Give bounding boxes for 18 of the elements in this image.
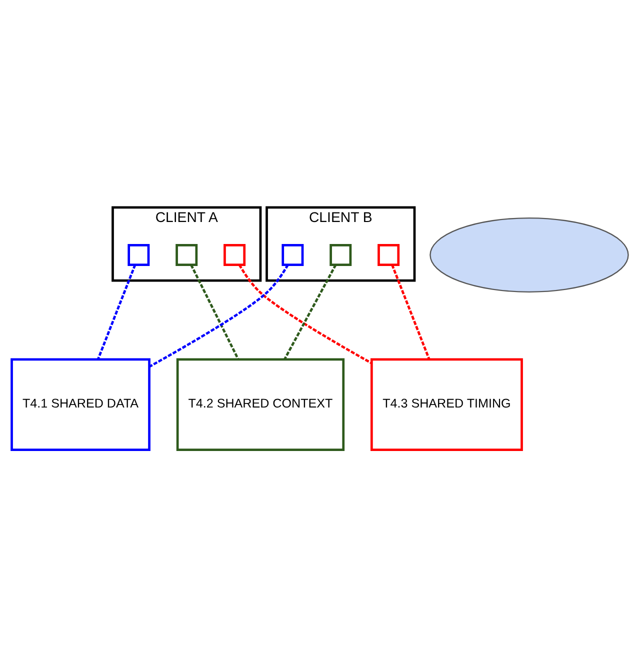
connector (238, 264, 372, 364)
node-box (282, 244, 304, 266)
node-box (224, 244, 246, 266)
connector (96, 264, 136, 360)
connector (391, 264, 430, 360)
cluster: CLIENT A (112, 206, 262, 282)
connector (190, 264, 240, 360)
cluster: CLIENT B (266, 206, 416, 282)
node-box (128, 244, 150, 266)
node-box: T4.1 SHARED DATA (10, 358, 150, 452)
node-box (176, 244, 198, 266)
node-box: T4.3 SHARED TIMING (370, 358, 523, 452)
node-cloud (430, 217, 629, 292)
node-box: T4.2 SHARED CONTEXT (176, 358, 345, 452)
node-box (378, 244, 400, 266)
connector (284, 264, 337, 360)
node-box (330, 244, 352, 266)
connector (148, 264, 289, 368)
